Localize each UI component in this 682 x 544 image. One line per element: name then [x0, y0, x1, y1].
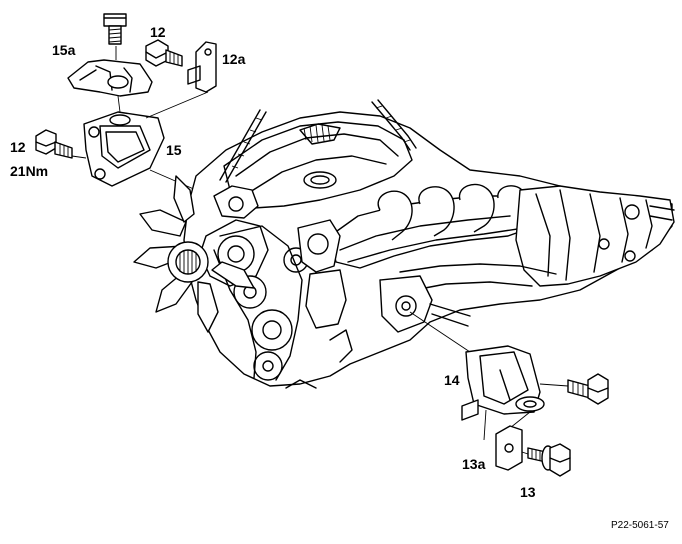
figure-reference-code: P22-5061-57 — [611, 520, 669, 531]
cooling-fan — [133, 175, 255, 333]
bracket-15a — [67, 59, 153, 97]
mount-bracket-15 — [83, 111, 165, 187]
callout-12-left: 12 — [10, 139, 26, 155]
bolt-14 — [539, 373, 609, 405]
bolt-13 — [521, 443, 571, 477]
plate-13a — [495, 425, 523, 471]
callout-14: 14 — [444, 372, 460, 388]
clip-12a — [187, 41, 217, 93]
engine-assembly — [133, 99, 675, 389]
callout-13: 13 — [520, 484, 536, 500]
bolt-12-left — [35, 129, 73, 159]
bolt-top-15a — [103, 13, 127, 45]
mount-bracket-14 — [461, 345, 545, 421]
callout-12a: 12a — [222, 51, 246, 67]
bolt-12-top — [145, 39, 183, 67]
callout-torque-21nm: 21Nm — [10, 163, 48, 179]
callout-15a: 15a — [52, 42, 76, 58]
callout-13a: 13a — [462, 456, 486, 472]
callout-15: 15 — [166, 142, 182, 158]
callout-12-top: 12 — [150, 24, 166, 40]
